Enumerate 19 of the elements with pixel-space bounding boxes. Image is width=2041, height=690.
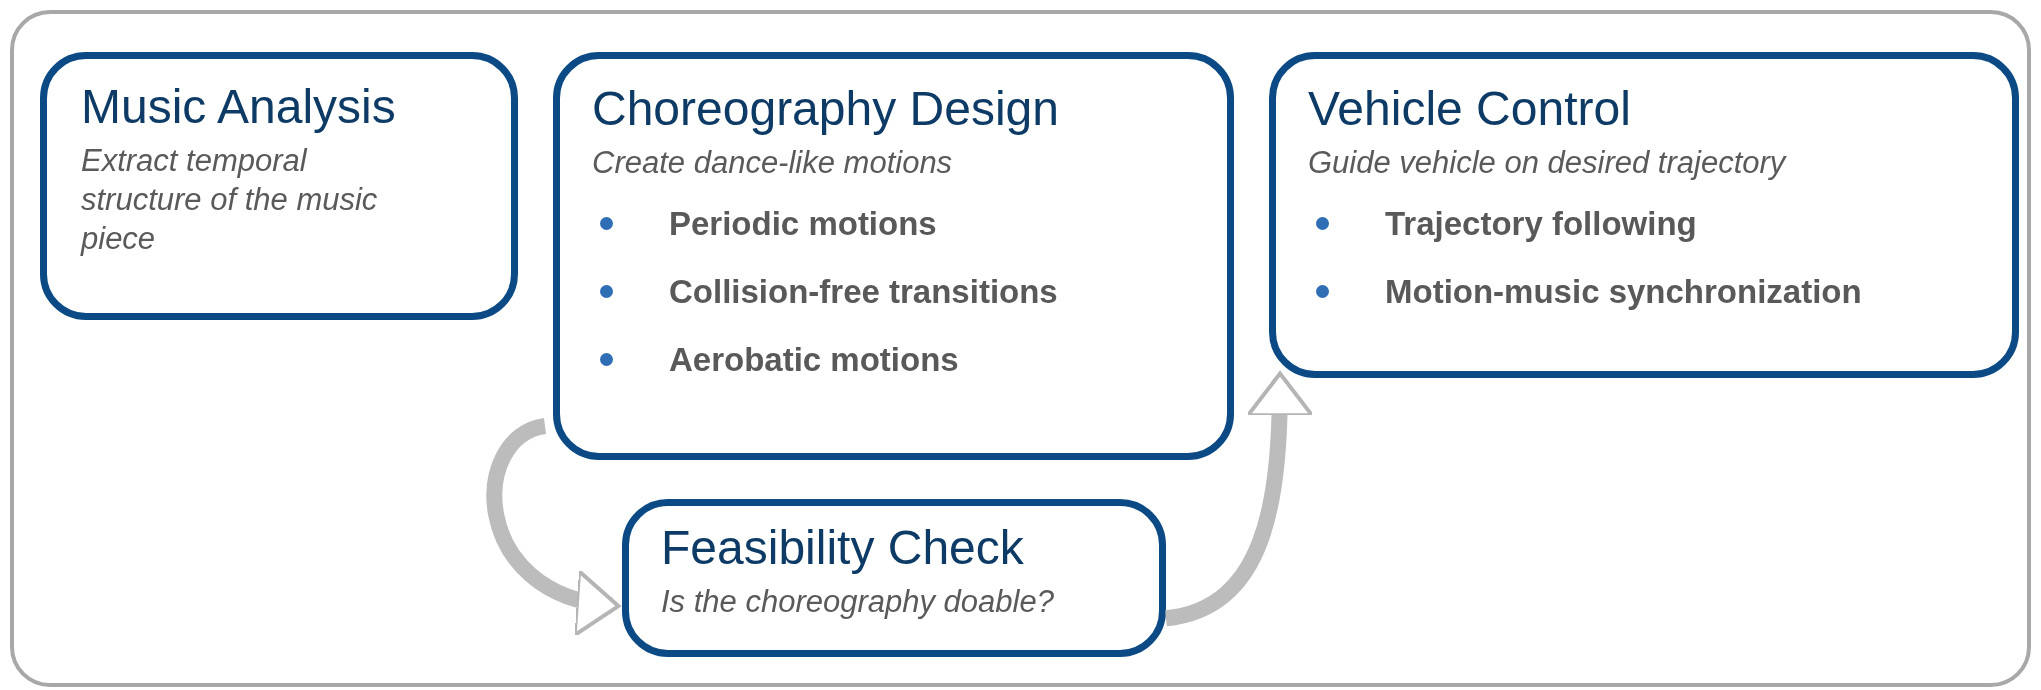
curved-arrow	[1164, 371, 1314, 627]
bullet-item: Aerobatic motions	[669, 340, 959, 379]
box-subtitle: Create dance-like motions	[592, 144, 954, 183]
process-box	[40, 52, 518, 320]
process-box	[622, 499, 1166, 657]
box-title: Feasibility Check	[661, 520, 1025, 576]
frame-box	[10, 10, 2031, 687]
box-subtitle: Guide vehicle on desired trajectory	[1308, 144, 1788, 183]
box-subtitle: Is the choreography doable?	[661, 583, 1055, 622]
bullet-item: Trajectory following	[1385, 204, 1697, 243]
process-box	[553, 52, 1234, 460]
bullet-item: Periodic motions	[669, 204, 937, 243]
bullet-item: Motion-music synchronization	[1385, 272, 1862, 311]
box-title: Choreography Design	[592, 81, 1060, 137]
box-title: Vehicle Control	[1308, 81, 1632, 137]
process-box	[1269, 52, 2019, 378]
bullet-item: Collision-free transitions	[669, 272, 1058, 311]
box-subtitle: Extract temporal structure of the music piece	[81, 142, 379, 258]
box-title: Music Analysis	[81, 79, 397, 135]
